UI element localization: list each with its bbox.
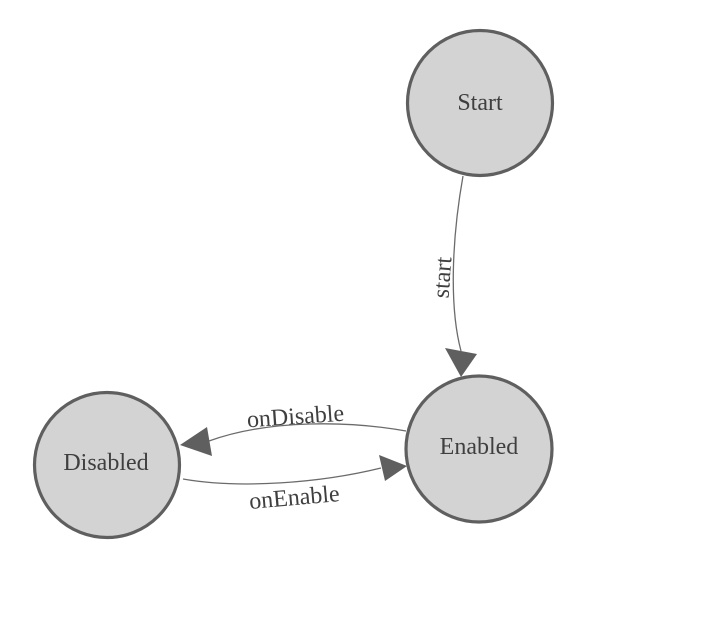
node-disabled-label: Disabled <box>63 450 148 476</box>
arrowhead-down-icon <box>445 348 477 377</box>
node-start-label: Start <box>457 90 503 116</box>
edge-disabled-to-enabled: onEnable <box>182 455 407 515</box>
edge-start-to-enabled: start <box>429 175 477 377</box>
edge-label-onenable: onEnable <box>248 481 341 515</box>
node-disabled-circle[interactable] <box>32 390 182 540</box>
node-start[interactable]: Start <box>405 28 555 178</box>
node-enabled-circle[interactable] <box>404 374 554 524</box>
arrowhead-right-icon <box>379 455 407 481</box>
edge-line-onenable <box>182 467 382 485</box>
edge-enabled-to-disabled: onDisable <box>180 401 407 456</box>
edge-line-start <box>452 175 464 352</box>
edge-label-start: start <box>429 256 458 299</box>
edge-line-ondisable <box>208 423 407 442</box>
node-enabled-label: Enabled <box>440 434 519 460</box>
node-start-circle[interactable] <box>405 28 555 178</box>
node-disabled[interactable]: Disabled <box>32 390 182 540</box>
node-enabled[interactable]: Enabled <box>404 374 554 524</box>
edge-label-ondisable: onDisable <box>246 401 345 434</box>
arrowhead-left-icon <box>180 427 212 456</box>
